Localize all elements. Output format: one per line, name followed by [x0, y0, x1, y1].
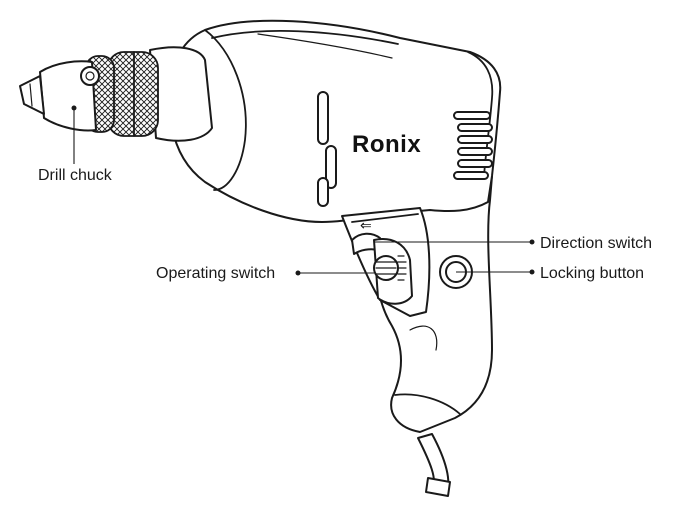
- callout-locking-button: Locking button: [456, 265, 644, 282]
- label-operating-switch: Operating switch: [156, 265, 275, 282]
- operating-switch[interactable]: [373, 238, 413, 305]
- label-locking-button: Locking button: [540, 265, 644, 282]
- front-vent-slots: [317, 91, 337, 207]
- brand-logo: Ronix: [352, 131, 421, 158]
- callout-direction-switch: Direction switch: [374, 235, 652, 252]
- callout-operating-switch: Operating switch: [156, 265, 374, 282]
- rear-vent-slots: [453, 111, 493, 180]
- callout-drill-chuck: Drill chuck: [38, 105, 113, 184]
- label-direction-switch: Direction switch: [540, 235, 652, 252]
- power-cord: [417, 433, 451, 497]
- drill-chuck: [19, 46, 213, 142]
- motor-housing: [168, 19, 502, 223]
- label-drill-chuck: Drill chuck: [38, 167, 113, 184]
- direction-arrow-icon: ⇐: [360, 217, 372, 233]
